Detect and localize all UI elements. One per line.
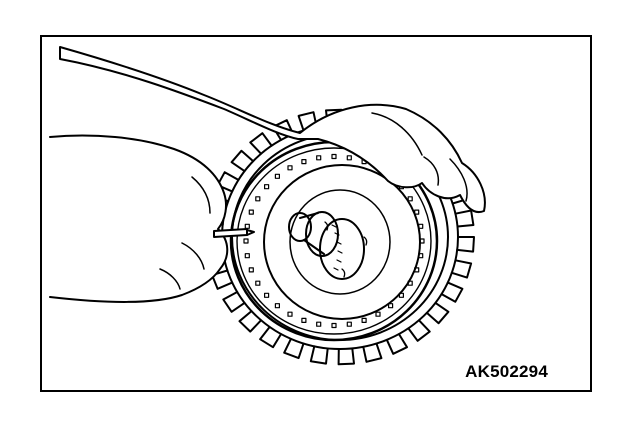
drum-slot [287, 311, 293, 317]
drum-slot [248, 267, 254, 273]
hand-holding-drum [59, 46, 486, 213]
drum-slot [255, 196, 261, 202]
drum-slot [346, 155, 352, 161]
drum-slot [331, 322, 337, 329]
drum-slot [248, 209, 254, 215]
technical-illustration [49, 46, 486, 366]
drum-slot [243, 238, 249, 244]
figure-code-label: AK502294 [465, 362, 548, 381]
drum-slot [301, 317, 307, 323]
drum-slot [274, 303, 280, 309]
drum-slot [331, 153, 337, 160]
drum-slot [361, 317, 367, 323]
input-shaft [288, 211, 365, 280]
drum-slot [244, 223, 250, 229]
drum-slot [255, 280, 261, 286]
drum-slot [264, 184, 270, 190]
drum-slot [375, 311, 381, 317]
drum-slot [316, 155, 322, 161]
drum-slot [388, 303, 394, 309]
drum-slot [274, 173, 280, 179]
hand-with-screwdriver [49, 134, 229, 303]
drum-slot [244, 253, 250, 259]
drum-slot [287, 165, 293, 171]
screwdriver [213, 228, 255, 238]
drum-slot [407, 196, 413, 202]
drum-slot [301, 158, 307, 165]
drum-slot [316, 321, 322, 327]
hub [263, 164, 421, 320]
drum-slot [346, 321, 352, 327]
figure-frame: AK502294 [40, 35, 592, 392]
drum-slot [264, 292, 270, 298]
